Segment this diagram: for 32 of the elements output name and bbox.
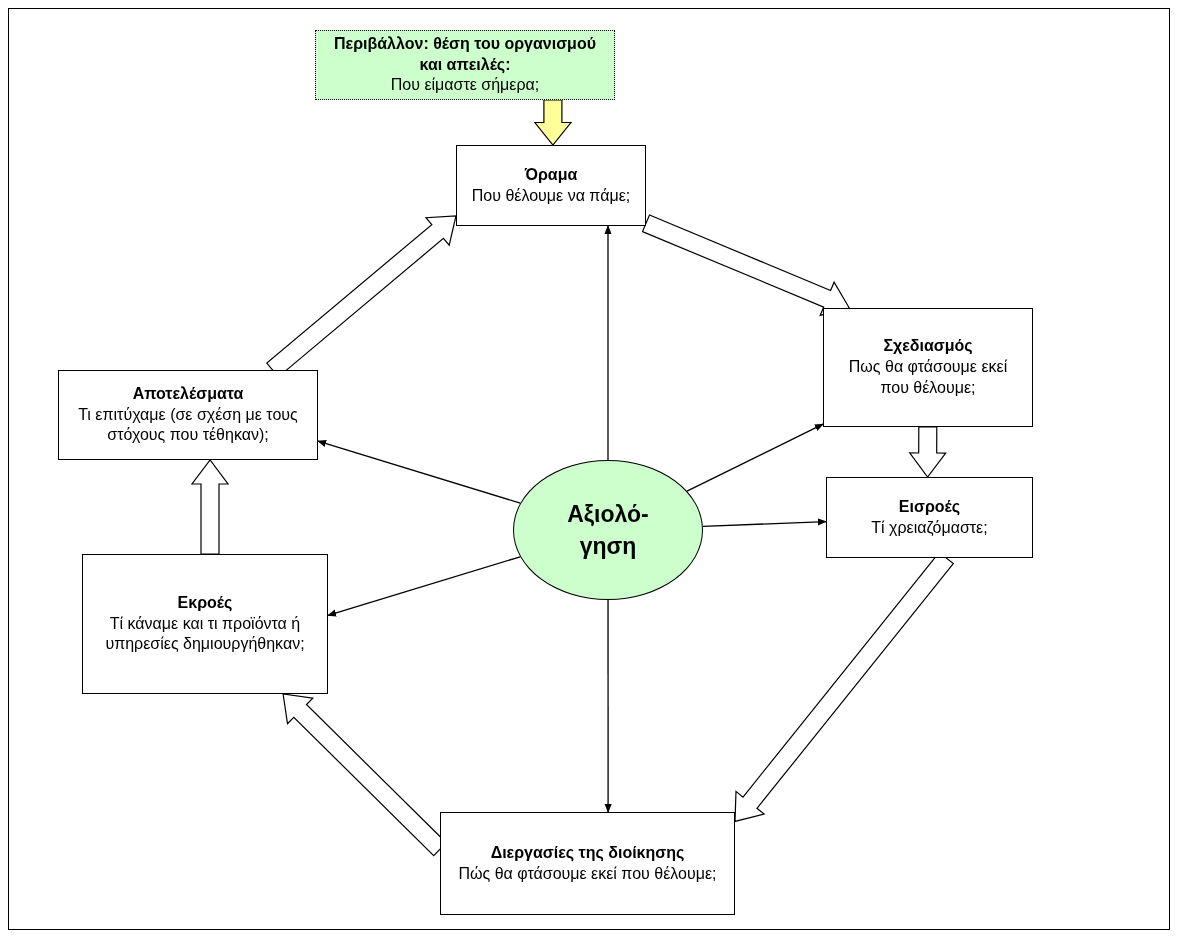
box-heading: Διεργασίες της διοίκησης xyxy=(490,842,685,863)
box-heading: Όραμα xyxy=(524,164,578,185)
block-arrow xyxy=(908,426,947,478)
box-text: Πως θα φτάσουμε εκεί που θέλουμε; xyxy=(847,357,1009,398)
process-box xyxy=(823,308,1033,427)
box-text: Που θέλουμε να πάμε; xyxy=(471,185,631,206)
process-box xyxy=(58,370,318,460)
box-text: Τι επιτύχαμε (σε σχέση με τους στόχους που τέθηκαν); xyxy=(77,404,299,446)
box-text: Τί χρειαζόμαστε; xyxy=(871,517,988,538)
process-box xyxy=(82,554,328,694)
box-heading: Αποτελέσματα xyxy=(132,383,244,404)
box-heading: Εισροές xyxy=(898,496,961,517)
process-box xyxy=(440,812,735,915)
box-text: Πώς θα φτάσουμε εκεί που θέλουμε; xyxy=(458,863,717,884)
arrow xyxy=(327,556,521,617)
process-box xyxy=(826,477,1033,558)
arrow xyxy=(317,440,521,504)
box-text: Τί κάναμε και τι προϊόντα ή υπηρεσίες δημιουργήθηκαν; xyxy=(104,613,306,655)
box-heading: Περιβάλλον: θέση του οργανισμού και απειλές: xyxy=(333,33,597,75)
box-text: Που είμαστε σήμερα; xyxy=(390,75,540,96)
ellipse-label: Αξιολό-γηση xyxy=(566,499,650,561)
arrow xyxy=(702,518,827,527)
arrow xyxy=(604,599,612,813)
block-arrow xyxy=(190,459,230,555)
block-arrow xyxy=(641,214,851,317)
arrow xyxy=(686,423,824,492)
environment-box xyxy=(315,30,615,100)
process-box xyxy=(456,145,646,226)
box-heading: Σχεδιασμός xyxy=(883,336,973,357)
block-arrow xyxy=(533,99,573,146)
arrow xyxy=(604,225,612,461)
box-heading: Εκροές xyxy=(177,592,233,613)
